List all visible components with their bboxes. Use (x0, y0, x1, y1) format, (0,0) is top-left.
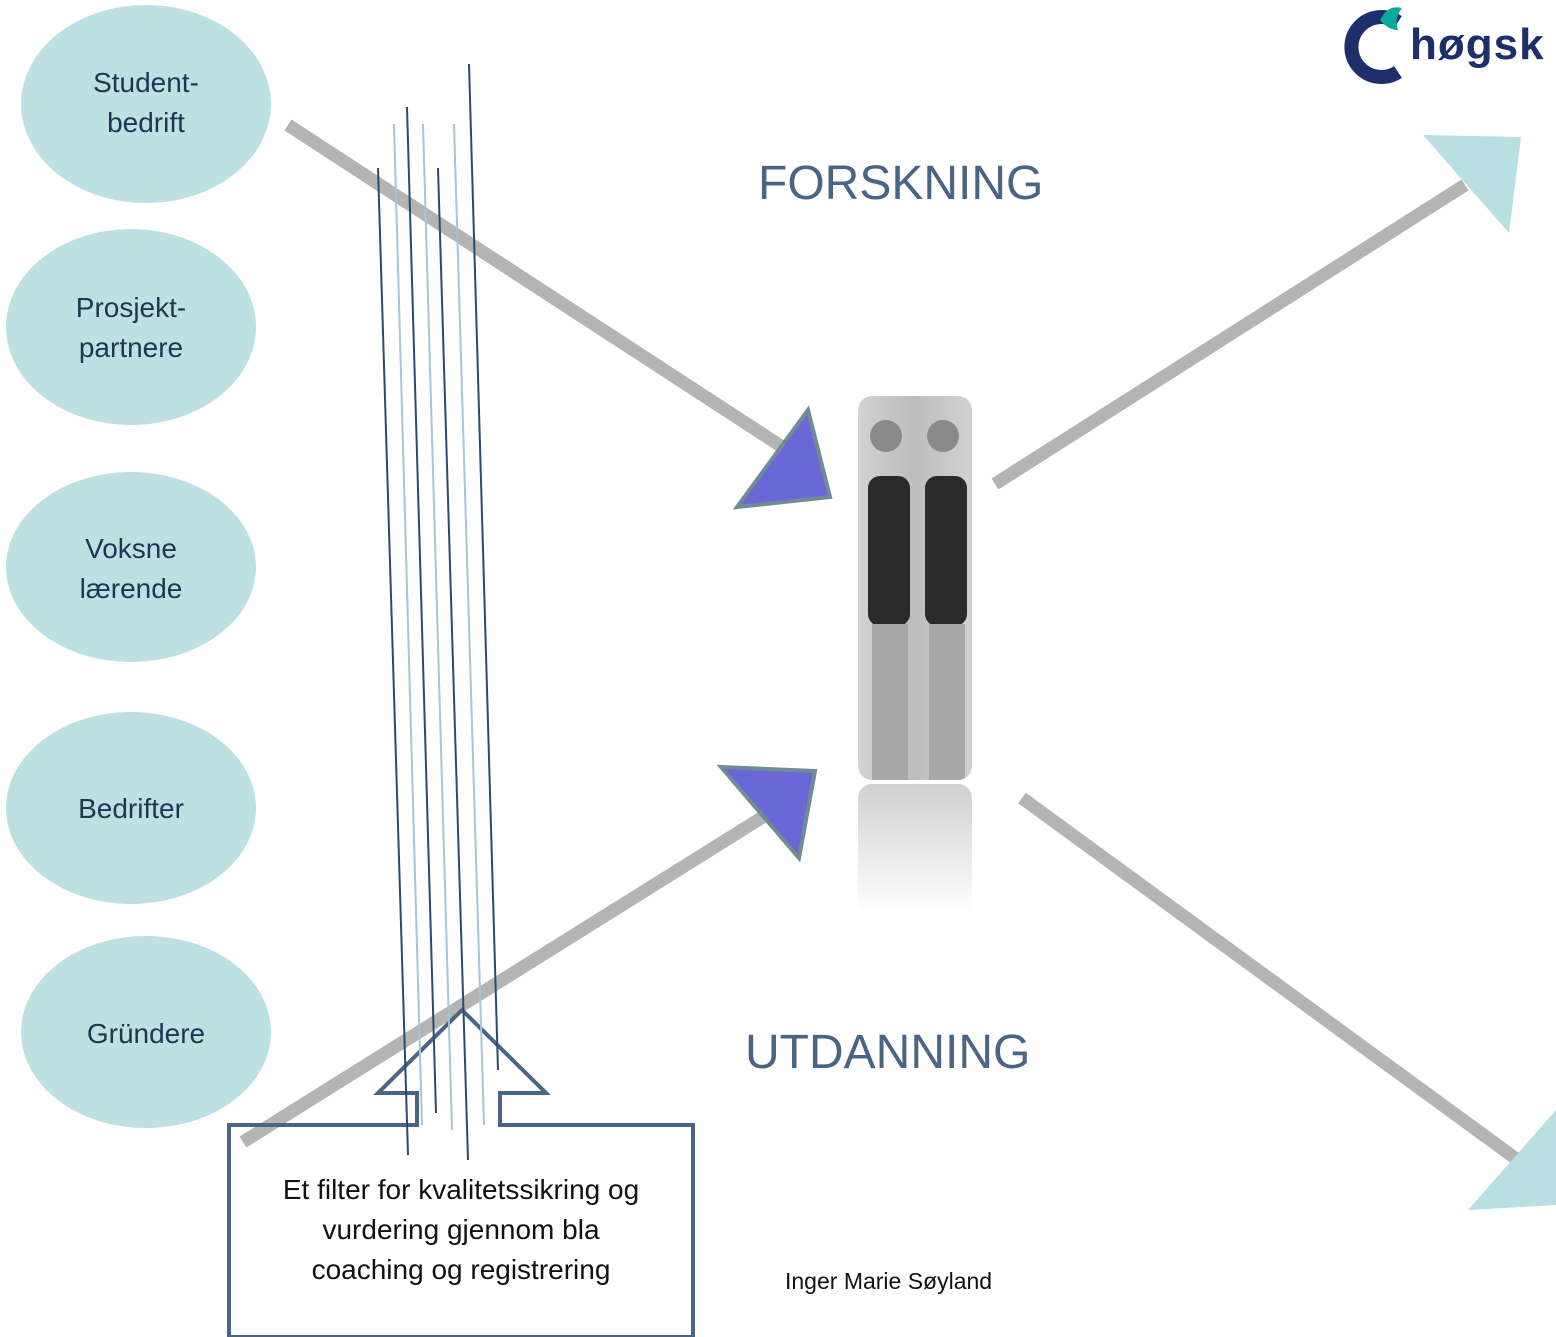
ellipse-label-line1: Prosjekt- (76, 292, 186, 323)
ellipse-student-bedrift: Student- bedrift (21, 5, 271, 203)
arrow-shaft-out-top (991, 179, 1469, 490)
heading-forskning: FORSKNING (758, 157, 1044, 210)
arrowhead-in-bottom (716, 764, 818, 863)
ellipse-label-line2: bedrift (107, 107, 185, 138)
logo-mark-icon (1344, 7, 1402, 84)
photo-reflection (858, 784, 972, 914)
filter-box-text: Et filter for kvalitetssikring og vurder… (229, 1170, 693, 1290)
ellipse-prosjekt-partnere: Prosjekt- partnere (6, 229, 256, 425)
logo: høgsk (1342, 0, 1556, 88)
arrow-shaft-in-top (284, 119, 794, 458)
author-name: Inger Marie Søyland (785, 1268, 993, 1294)
ellipse-label-line1: Voksne (85, 533, 177, 564)
arrowhead-in-top (732, 405, 833, 510)
ellipse-label-line1: Student- (93, 67, 199, 98)
ellipse-bedrifter: Bedrifter (6, 712, 256, 904)
person-photo-icon (858, 396, 972, 780)
ellipse-grundere: Gründere (21, 936, 271, 1128)
heading-utdanning: UTDANNING (745, 1026, 1031, 1079)
ellipse-label-line2: lærende (80, 573, 183, 604)
filter-box-outline (227, 1007, 695, 1337)
ellipse-voksne-laerende: Voksne lærende (6, 472, 256, 662)
ellipse-label: Gründere (87, 1018, 205, 1049)
filter-box-line1: Et filter for kvalitetssikring og (282, 1174, 640, 1205)
ellipse-label-line2: partnere (79, 332, 183, 363)
filter-lines (377, 63, 499, 1161)
logo-wordmark: høgsk (1410, 20, 1545, 69)
ellipse-label: Bedrifter (78, 793, 184, 824)
arrowhead-out-top (1423, 135, 1521, 233)
person-figures (868, 420, 967, 780)
filter-box-line2: vurdering gjennom bla (322, 1214, 600, 1245)
filter-box-line3: coaching og registrering (311, 1254, 611, 1285)
arrow-shaft-out-bottom (1018, 792, 1519, 1164)
arrowhead-out-bottom (1468, 1110, 1556, 1210)
arrow-shaft-in-bottom (239, 794, 794, 1148)
